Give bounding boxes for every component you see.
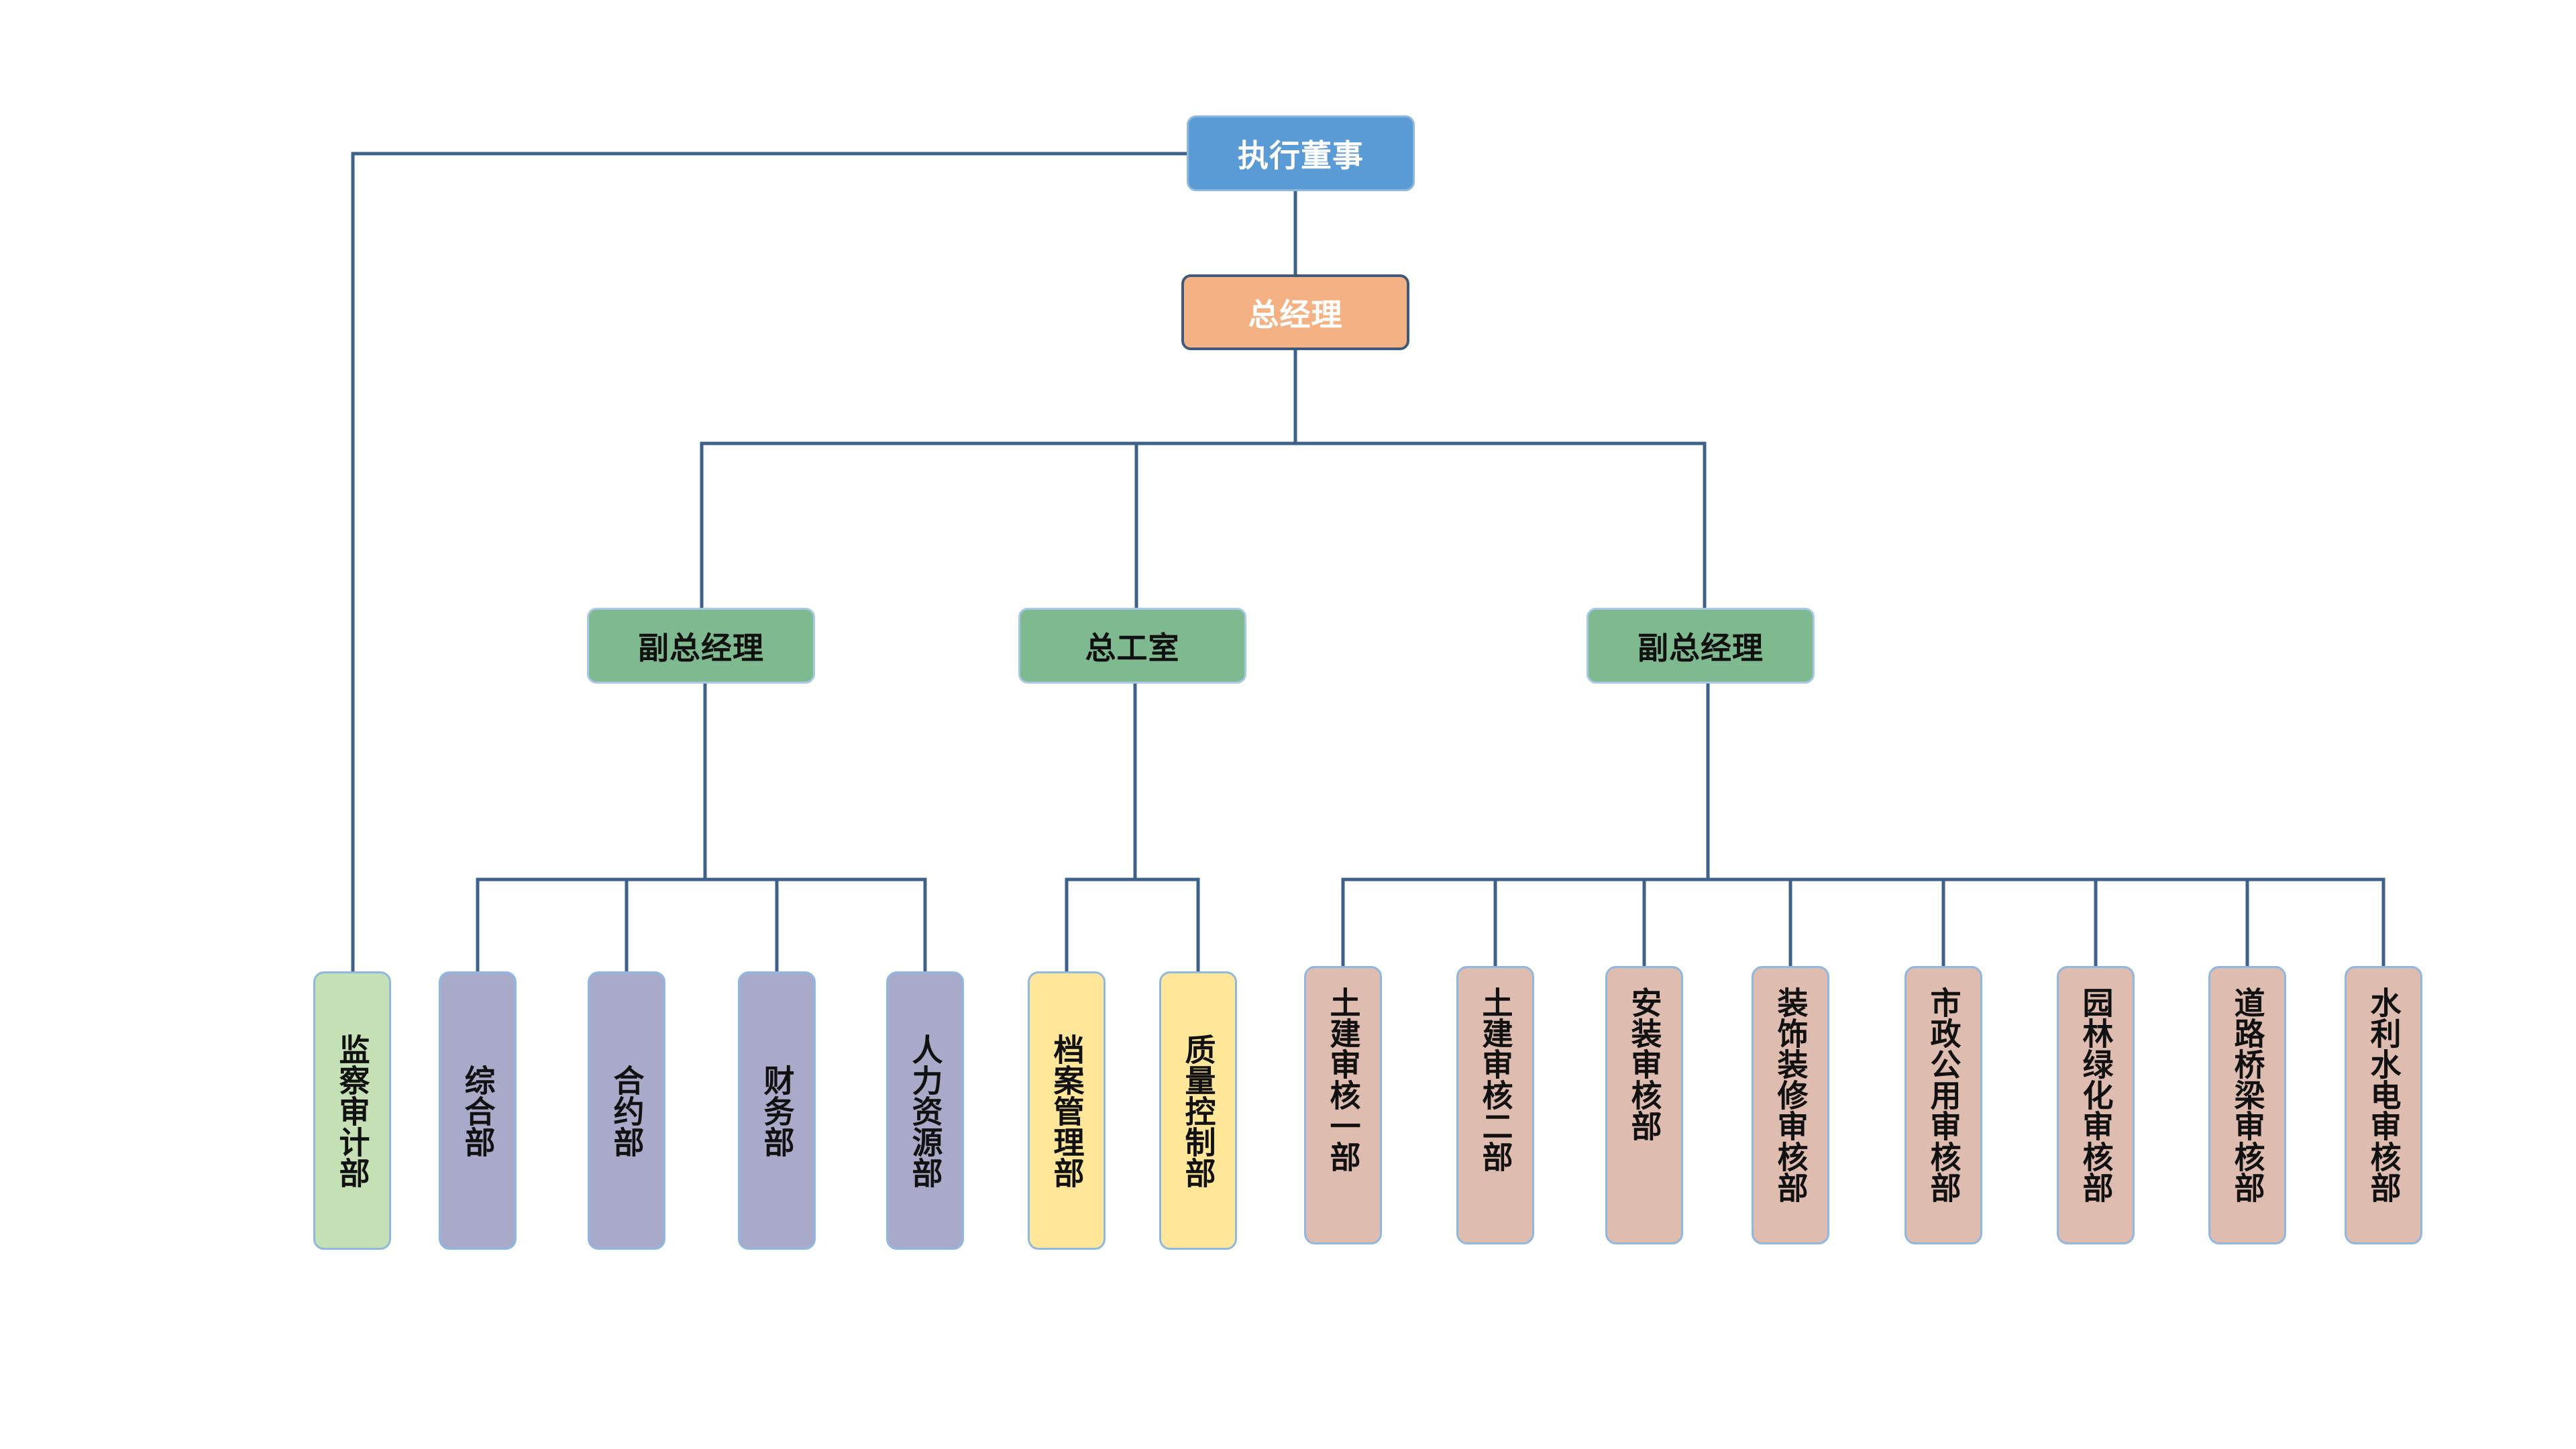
node-municipal-review-label: 市政公用审核部 (1925, 987, 1962, 1203)
node-water-power-review: 水利水电审核部 (2345, 966, 2422, 1244)
node-board: 执行董事 (1187, 115, 1415, 191)
node-vp-left: 副总经理 (587, 608, 815, 684)
node-water-power-review-label: 水利水电审核部 (2365, 987, 2402, 1203)
node-civil-review-2: 土建审核二部 (1456, 966, 1534, 1244)
node-hr-dept: 人力资源部 (886, 971, 964, 1250)
node-contract-dept: 合约部 (588, 971, 665, 1250)
node-install-review: 安装审核部 (1605, 966, 1683, 1244)
node-archives-dept-label: 档案管理部 (1049, 1033, 1085, 1188)
node-civil-review-2-label: 土建审核二部 (1477, 987, 1514, 1172)
node-general-manager: 总经理 (1181, 274, 1409, 350)
node-vp-right: 副总经理 (1587, 608, 1815, 684)
node-vp-left-label: 副总经理 (638, 629, 764, 666)
node-archives-dept: 档案管理部 (1028, 971, 1106, 1250)
node-road-bridge-review: 道路桥梁审核部 (2208, 966, 2286, 1244)
node-hr-dept-label: 人力资源部 (907, 1033, 944, 1188)
node-general-dept-label: 综合部 (460, 1064, 496, 1157)
node-civil-review-1: 土建审核一部 (1304, 966, 1382, 1244)
node-garden-review-label: 园林绿化审核部 (2078, 987, 2114, 1203)
node-audit-dept-label: 监察审计部 (334, 1033, 371, 1188)
node-decoration-review-label: 装饰装修审核部 (1772, 987, 1809, 1203)
node-garden-review: 园林绿化审核部 (2057, 966, 2135, 1244)
node-audit-dept: 监察审计部 (313, 971, 391, 1250)
node-quality-dept: 质量控制部 (1159, 971, 1237, 1250)
node-board-label: 执行董事 (1238, 137, 1364, 174)
node-general-dept: 综合部 (439, 971, 517, 1250)
node-vp-right-label: 副总经理 (1638, 629, 1764, 666)
node-general-manager-label: 总经理 (1248, 296, 1343, 333)
node-civil-review-1-label: 土建审核一部 (1325, 987, 1362, 1172)
node-finance-dept-label: 财务部 (759, 1064, 796, 1157)
node-finance-dept: 财务部 (738, 971, 816, 1250)
node-municipal-review: 市政公用审核部 (1904, 966, 1982, 1244)
node-chief-engineer-office-label: 总工室 (1085, 629, 1180, 666)
node-decoration-review: 装饰装修审核部 (1752, 966, 1829, 1244)
node-contract-dept-label: 合约部 (608, 1064, 645, 1157)
node-road-bridge-review-label: 道路桥梁审核部 (2229, 987, 2266, 1203)
node-quality-dept-label: 质量控制部 (1180, 1033, 1217, 1188)
node-chief-engineer-office: 总工室 (1018, 608, 1246, 684)
node-install-review-label: 安装审核部 (1626, 987, 1663, 1141)
